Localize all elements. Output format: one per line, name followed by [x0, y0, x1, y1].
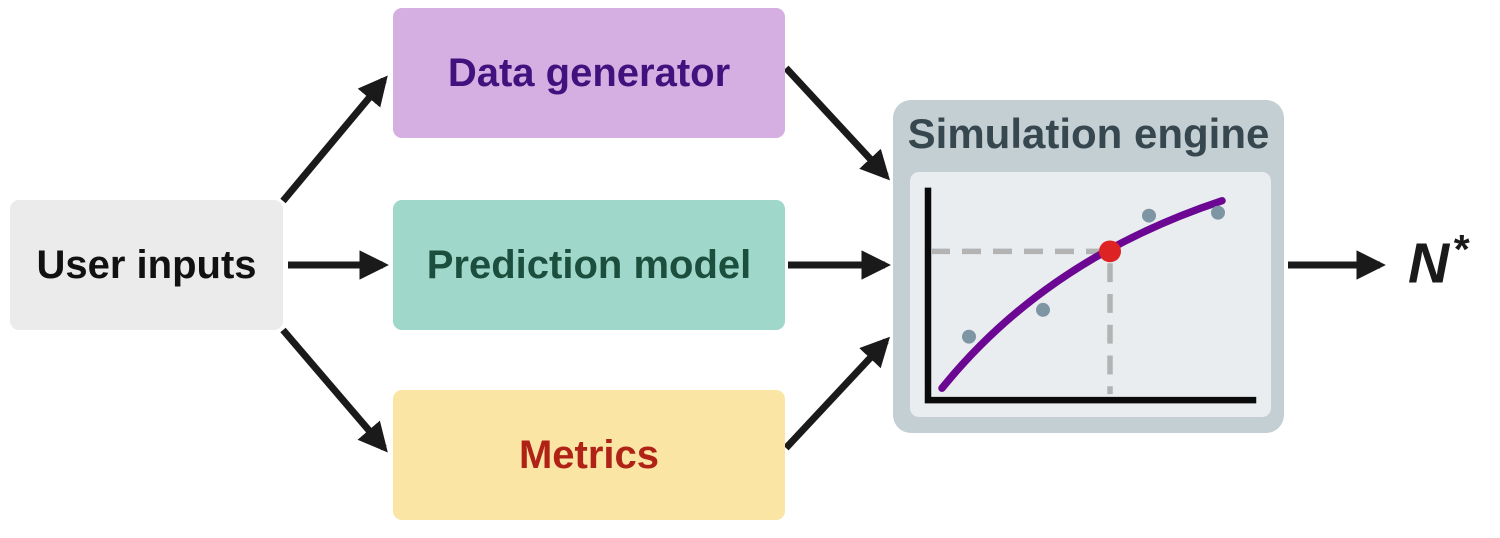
fitted-curve — [938, 197, 1226, 392]
node-user-inputs: User inputs — [10, 200, 283, 330]
chart-axes — [924, 187, 1257, 404]
arrow-user-to-datagen — [280, 75, 388, 204]
node-prediction-model: Prediction model — [393, 200, 785, 330]
scatter-point — [1211, 205, 1225, 220]
node-metrics: Metrics — [393, 390, 785, 520]
output-superscript: * — [1452, 226, 1470, 272]
scatter-point — [1036, 302, 1050, 317]
optimal-point — [1099, 240, 1121, 263]
output-label: N* — [1408, 226, 1469, 297]
arrow-user-to-metrics — [280, 327, 388, 453]
prediction-model-label: Prediction model — [426, 242, 752, 287]
data-generator-label: Data generator — [447, 50, 731, 95]
mini-chart — [924, 187, 1257, 404]
node-simulation-engine: Simulation engine — [893, 100, 1284, 433]
output-symbol: N — [1408, 231, 1451, 296]
scatter-point — [962, 329, 976, 344]
metrics-label: Metrics — [518, 432, 660, 477]
simulation-plot-panel — [910, 172, 1271, 417]
node-data-generator: Data generator — [393, 8, 785, 138]
scatter-point — [1142, 208, 1156, 223]
arrow-datagen-to-sim — [783, 65, 890, 181]
scatter-points — [962, 205, 1225, 344]
user-inputs-label: User inputs — [36, 242, 257, 287]
simulation-engine-title: Simulation engine — [907, 110, 1270, 157]
arrow-metrics-to-sim — [783, 336, 891, 451]
